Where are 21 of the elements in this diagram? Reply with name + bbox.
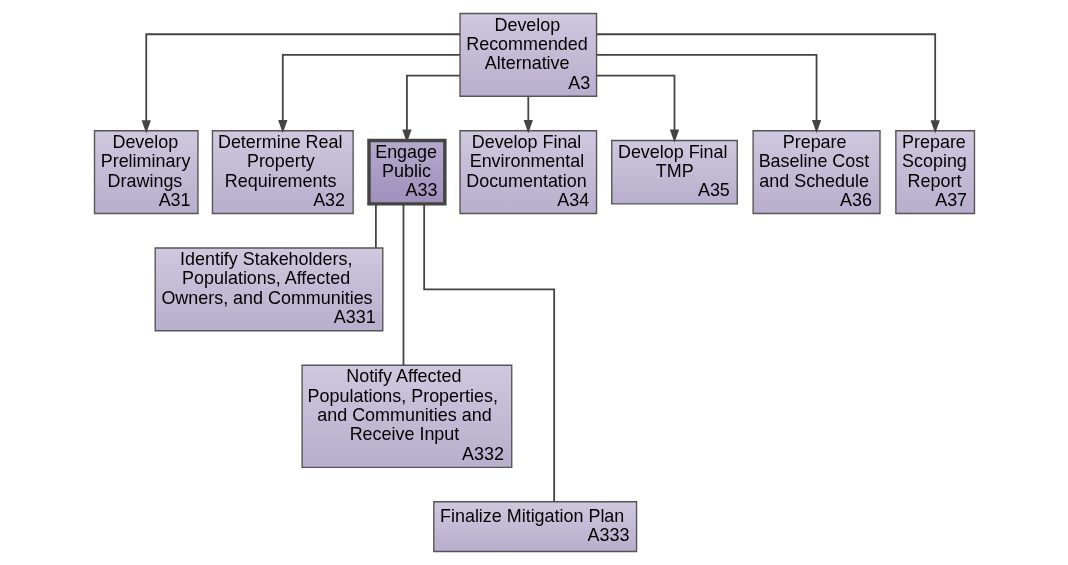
arrow — [141, 33, 461, 134]
arrow — [595, 54, 821, 134]
node-box: Notify Affected Populations, Properties, and Communities and Receive Input A332 — [300, 364, 512, 468]
node-box: Finalize Mitigation Plan A333 — [432, 501, 637, 553]
connector — [374, 203, 377, 249]
node-box: Engage Public A33 — [366, 138, 447, 206]
node-box: Develop Preliminary Drawings A31 — [93, 130, 199, 215]
node-box: Prepare Scoping Report A37 — [894, 130, 975, 215]
arrow — [595, 33, 940, 134]
node-box: Identify Stakeholders, Populations, Affected Owners, and Communities A331 — [154, 247, 383, 332]
arrow — [401, 74, 461, 143]
arrow — [277, 54, 461, 134]
node-box: Develop Recommended Alternative A3 — [458, 12, 597, 97]
connector — [422, 203, 555, 503]
arrow — [595, 74, 679, 143]
node-box: Develop Final TMP A35 — [610, 139, 738, 205]
arrow — [523, 95, 533, 134]
node-box: Develop Final Environmental Documentation A34 — [458, 130, 597, 215]
node-box: Prepare Baseline Cost and Schedule A36 — [751, 130, 881, 215]
connector — [402, 203, 404, 367]
node-box: Determine Real Property Requirements A32 — [211, 130, 354, 215]
